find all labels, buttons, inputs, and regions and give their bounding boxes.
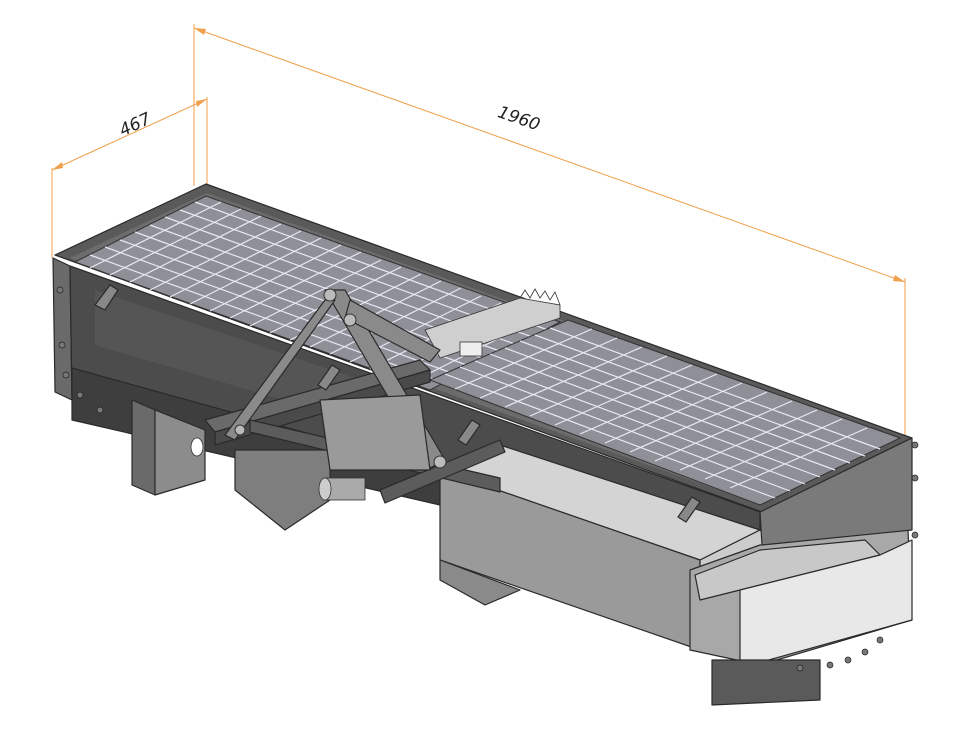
three-point-hitch bbox=[204, 288, 506, 504]
right-mesh-grid bbox=[428, 319, 902, 506]
gearbox-housing bbox=[439, 437, 913, 706]
support-legs bbox=[131, 399, 331, 531]
lid-brackets bbox=[94, 284, 701, 523]
bolts bbox=[56, 286, 919, 672]
agitator-strip bbox=[424, 288, 561, 359]
dimension-1960-label: 1960 bbox=[495, 102, 542, 135]
dimension-467-label: 467 bbox=[116, 109, 154, 141]
